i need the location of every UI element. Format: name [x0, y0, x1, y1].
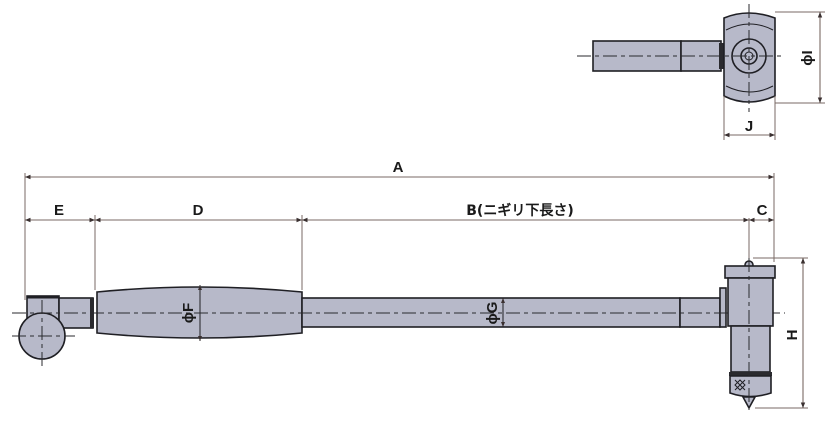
dim-label-D: D: [193, 202, 204, 219]
dim-label-J: J: [745, 118, 753, 135]
main-view: A E D B(ニギリ下長さ) C ϕF ϕG: [12, 159, 808, 412]
head-lower: [730, 325, 771, 373]
dim-label-I: ϕI: [799, 50, 816, 65]
dim-label-E: E: [54, 202, 64, 219]
dim-label-H: H: [784, 330, 801, 341]
detail-view: ϕI J: [577, 4, 825, 140]
dim-label-C: C: [757, 202, 768, 219]
head-body: [727, 277, 774, 327]
dim-label-A: A: [393, 159, 404, 176]
dim-label-B: B(ニギリ下長さ): [466, 202, 573, 219]
head-cap: [724, 265, 776, 279]
